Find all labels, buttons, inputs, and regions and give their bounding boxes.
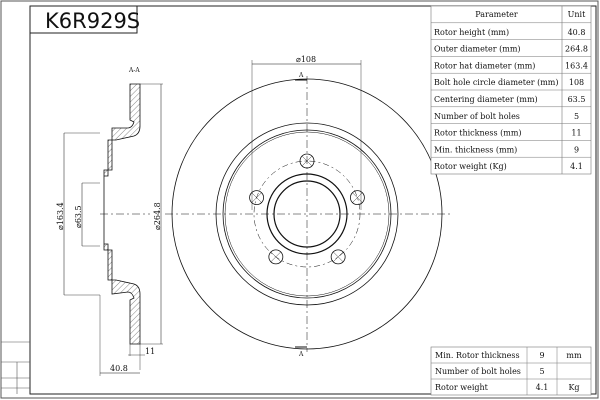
spec-table-header: Parameter Unit — [475, 10, 586, 19]
section-marker-bottom: A — [298, 351, 304, 358]
table-row: Rotor hat diameter (mm) 163.4 — [431, 56, 591, 70]
table-row: Number of bolt holes 5 — [431, 362, 591, 376]
summary-label: Min. Rotor thickness — [435, 351, 520, 360]
param-value: 108 — [569, 78, 584, 87]
param-value: 4.1 — [570, 162, 583, 171]
bolt-circle-label: ⌀108 — [296, 55, 316, 64]
param-name: Rotor thickness (mm) — [434, 129, 522, 138]
param-name: Bolt hole circle diameter (mm) — [434, 78, 559, 87]
table-row: Rotor height (mm) 40.8 — [431, 22, 591, 37]
summary-label: Rotor weight — [435, 383, 489, 392]
summary-value: 4.1 — [536, 383, 549, 392]
table-row: Min. Rotor thickness 9 mm — [435, 351, 582, 360]
param-name: Rotor height (mm) — [434, 28, 509, 37]
table-row: Rotor thickness (mm) 11 — [431, 123, 591, 138]
inner-frame — [29, 5, 597, 395]
front-view — [165, 60, 450, 352]
bolt-hole — [249, 190, 264, 206]
section-label: A-A — [128, 67, 140, 74]
param-value: 163.4 — [565, 61, 588, 70]
param-value: 40.8 — [568, 28, 586, 37]
header-unit: Unit — [568, 10, 586, 19]
param-name: Min. thickness (mm) — [434, 145, 517, 154]
outer-diameter-label: ⌀264.8 — [153, 202, 162, 230]
table-row: Number of bolt holes 5 — [431, 106, 591, 121]
centering-diameter-label: ⌀63.5 — [74, 205, 83, 228]
param-value: 11 — [571, 129, 581, 138]
summary-label: Number of bolt holes — [435, 367, 521, 376]
param-name: Centering diameter (mm) — [434, 95, 538, 104]
table-row: Rotor weight 4.1 Kg — [431, 378, 591, 392]
section-view — [63, 83, 163, 376]
summary-value: 5 — [539, 367, 544, 376]
table-row: Centering diameter (mm) 63.5 — [431, 89, 591, 104]
param-name: Rotor hat diameter (mm) — [434, 61, 535, 70]
thickness-label: 11 — [145, 347, 155, 356]
title-block-lines — [1, 341, 30, 394]
summary-value: 9 — [539, 351, 544, 360]
part-number-box — [29, 5, 138, 34]
summary-unit: mm — [566, 351, 582, 360]
section-marker-top: A — [298, 72, 304, 79]
table-row: Min. thickness (mm) 9 — [431, 140, 591, 154]
table-row: Outer diameter (mm) 264.8 — [431, 39, 591, 54]
header-parameter: Parameter — [475, 10, 518, 19]
param-value: 5 — [574, 112, 579, 121]
bolt-hole — [330, 249, 346, 265]
param-value: 63.5 — [568, 95, 586, 104]
part-number: K6R929S — [45, 9, 140, 33]
table-row: Rotor weight (Kg) 4.1 — [431, 156, 591, 171]
bolt-hole — [268, 249, 284, 265]
hat-diameter-label: ⌀163.4 — [56, 202, 65, 230]
param-value: 264.8 — [565, 45, 588, 54]
summary-unit: Kg — [568, 383, 579, 392]
bolt-hole — [350, 190, 365, 206]
height-label: 40.8 — [110, 364, 128, 373]
param-name: Outer diameter (mm) — [434, 45, 521, 54]
param-name: Number of bolt holes — [434, 112, 520, 121]
param-value: 9 — [574, 145, 579, 154]
table-row: Bolt hole circle diameter (mm) 108 — [431, 72, 591, 87]
param-name: Rotor weight (Kg) — [434, 162, 507, 171]
